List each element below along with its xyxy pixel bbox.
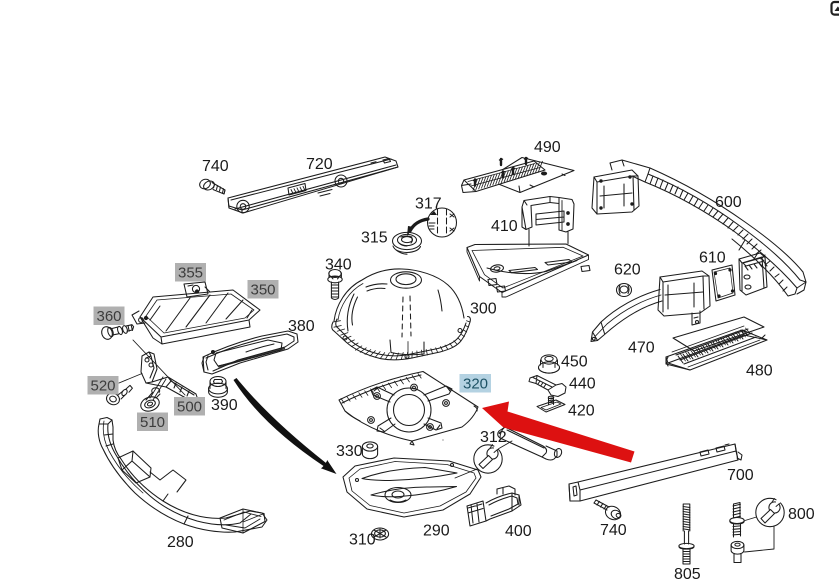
svg-text:480: 480 <box>746 363 773 380</box>
svg-text:800: 800 <box>788 506 815 523</box>
svg-text:510: 510 <box>140 414 165 431</box>
svg-text:317: 317 <box>415 196 442 213</box>
svg-text:500: 500 <box>177 399 202 416</box>
svg-text:420: 420 <box>568 403 595 420</box>
svg-text:520: 520 <box>90 378 115 395</box>
svg-text:620: 620 <box>614 262 641 279</box>
svg-text:720: 720 <box>306 156 333 173</box>
svg-text:410: 410 <box>491 218 518 235</box>
svg-text:315: 315 <box>361 230 388 247</box>
svg-text:740: 740 <box>202 158 229 175</box>
svg-text:350: 350 <box>250 282 275 299</box>
svg-text:440: 440 <box>569 376 596 393</box>
svg-text:320: 320 <box>463 376 488 393</box>
svg-text:300: 300 <box>470 301 497 318</box>
svg-text:280: 280 <box>167 534 194 551</box>
svg-text:490: 490 <box>534 139 561 156</box>
svg-text:330: 330 <box>336 443 363 460</box>
svg-text:310: 310 <box>349 532 376 549</box>
svg-text:290: 290 <box>423 523 450 540</box>
svg-text:470: 470 <box>628 340 655 357</box>
svg-text:355: 355 <box>178 265 203 282</box>
svg-text:805: 805 <box>674 566 701 583</box>
svg-text:340: 340 <box>325 257 352 274</box>
svg-text:610: 610 <box>699 250 726 267</box>
svg-text:450: 450 <box>561 354 588 371</box>
svg-text:390: 390 <box>211 397 238 414</box>
svg-text:312: 312 <box>480 429 507 446</box>
svg-text:400: 400 <box>505 523 532 540</box>
svg-text:700: 700 <box>727 467 754 484</box>
svg-text:600: 600 <box>715 194 742 211</box>
svg-text:740: 740 <box>600 522 627 539</box>
svg-text:360: 360 <box>96 308 121 325</box>
svg-text:380: 380 <box>288 318 315 335</box>
